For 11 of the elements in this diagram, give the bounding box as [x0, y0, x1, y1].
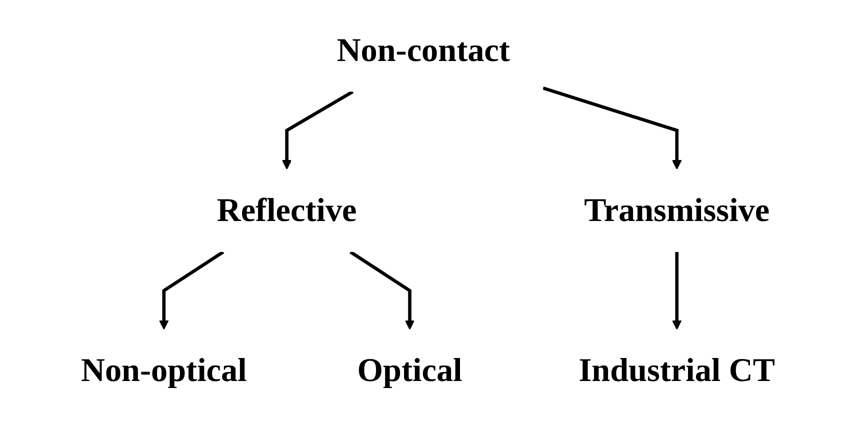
node-text: Transmissive: [584, 192, 770, 229]
node-text: Non-contact: [336, 32, 510, 69]
node-text: Industrial CT: [578, 352, 775, 389]
node-text: Reflective: [216, 192, 357, 229]
arrow: [542, 86, 682, 170]
node-text: Non-optical: [81, 352, 247, 389]
arrow: [672, 252, 682, 330]
node-text: Optical: [357, 352, 462, 389]
arrow: [159, 250, 224, 330]
arrow: [282, 90, 354, 170]
arrow: [350, 250, 415, 330]
